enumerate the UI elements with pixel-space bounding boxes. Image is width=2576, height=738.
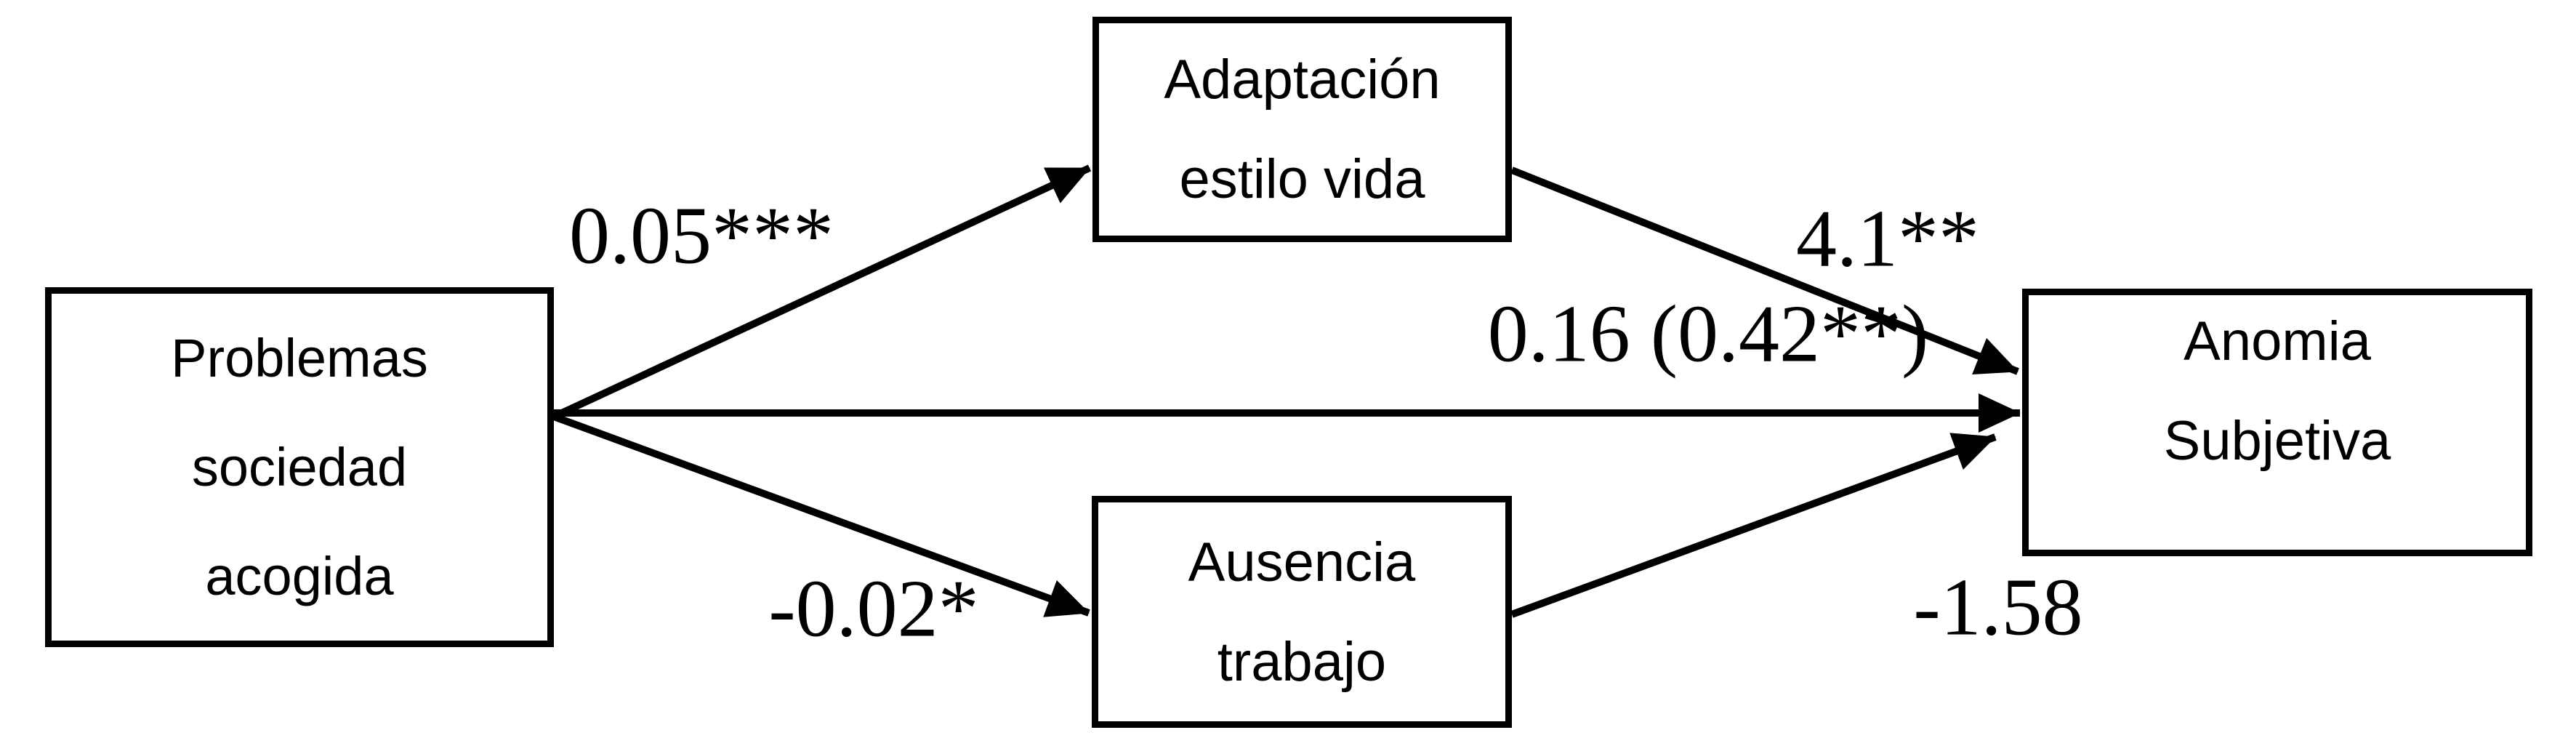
node-adaptacion-estilo-vida: Adaptación estilo vida [1092, 17, 1512, 242]
path-coefficient-direct-effect: 0.16 (0.42**) [1487, 289, 1929, 380]
arrow-ausencia-to-anomia [1510, 433, 1997, 618]
node-label-line: Ausencia [1188, 531, 1416, 593]
node-ausencia-trabajo: Ausencia trabajo [1092, 496, 1512, 728]
node-label-line: Subjetiva [2163, 410, 2391, 472]
path-coefficient-ausencia-anomia: -1.58 [1913, 562, 2083, 653]
arrow-adaptacion-to-anomia [1510, 167, 2019, 375]
node-label-line: Adaptación [1164, 49, 1441, 111]
node-label-line: Anomia [2183, 310, 2371, 372]
node-label-line: Problemas [171, 327, 428, 388]
node-label-line: sociedad [191, 436, 408, 497]
path-coefficient-adaptacion-anomia: 4.1** [1796, 193, 1979, 284]
path-coefficient-predictor-adaptacion: 0.05*** [569, 190, 834, 281]
node-label-line: trabajo [1217, 630, 1387, 693]
node-anomia-subjetiva: Anomia Subjetiva [2022, 289, 2532, 556]
node-label-line: acogida [205, 545, 394, 606]
arrow-predictor-to-ausencia [552, 413, 1090, 617]
arrow-predictor-to-adaptacion [552, 164, 1092, 420]
path-coefficient-predictor-ausencia: -0.02* [768, 563, 979, 654]
node-label-line: estilo vida [1179, 148, 1425, 210]
node-problemas-sociedad-acogida: Problemas sociedad acogida [45, 287, 554, 647]
